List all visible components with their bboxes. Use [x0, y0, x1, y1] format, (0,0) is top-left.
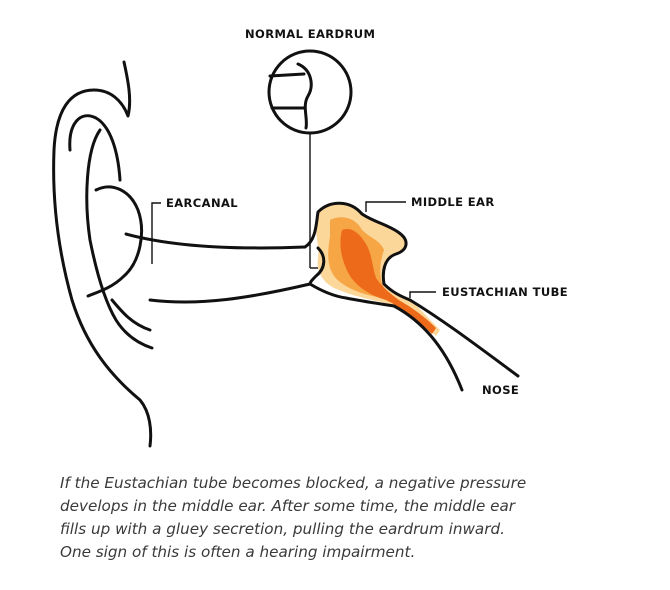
normal-eardrum-inset: [267, 49, 353, 269]
tube-upper-wall: [408, 298, 520, 378]
tube-fluid: [394, 300, 436, 334]
middle-ear: [303, 201, 440, 336]
caption: If the Eustachian tube becomes blocked, …: [60, 472, 620, 564]
ear-canal: [124, 232, 312, 304]
label-normal-eardrum: NORMAL EARDRUM: [245, 27, 375, 41]
canal-lower-wall: [148, 282, 312, 304]
label-eustachian-tube: EUSTACHIAN TUBE: [442, 285, 568, 299]
tube-lower-wall: [392, 304, 464, 392]
caption-line: If the Eustachian tube becomes blocked, …: [60, 474, 527, 492]
inset-eardrum: [296, 62, 313, 130]
middle-ear-outline: [303, 201, 412, 302]
antihelix: [85, 128, 154, 350]
pinna-outline: [52, 60, 153, 448]
earcanal-leader: [151, 202, 161, 264]
caption-line: fills up with a gluey secretion, pulling…: [60, 520, 505, 538]
eustachian-tube: [392, 298, 520, 392]
middle-ear-lower-outline: [308, 282, 396, 308]
helix-fold: [68, 114, 122, 182]
outer-ear: [52, 60, 154, 448]
label-middle-ear: MIDDLE EAR: [411, 195, 495, 209]
tragus: [86, 185, 143, 298]
canal-upper-wall: [124, 232, 307, 250]
caption-line: develops in the middle ear. After some t…: [60, 497, 516, 515]
eustachian-leader: [409, 291, 436, 298]
eardrum: [308, 246, 326, 286]
label-earcanal: EARCANAL: [166, 196, 238, 210]
label-nose: NOSE: [482, 383, 519, 397]
middle-ear-leader: [365, 201, 406, 212]
lobe-fold: [110, 298, 152, 332]
leader-lines: [151, 201, 436, 298]
ear-diagram: NORMAL EARDRUM EARCANAL MIDDLE EAR EUSTA…: [52, 27, 568, 448]
fluid-dark: [340, 228, 428, 322]
inset-canal-top: [268, 72, 306, 78]
caption-line: One sign of this is often a hearing impa…: [60, 543, 416, 561]
